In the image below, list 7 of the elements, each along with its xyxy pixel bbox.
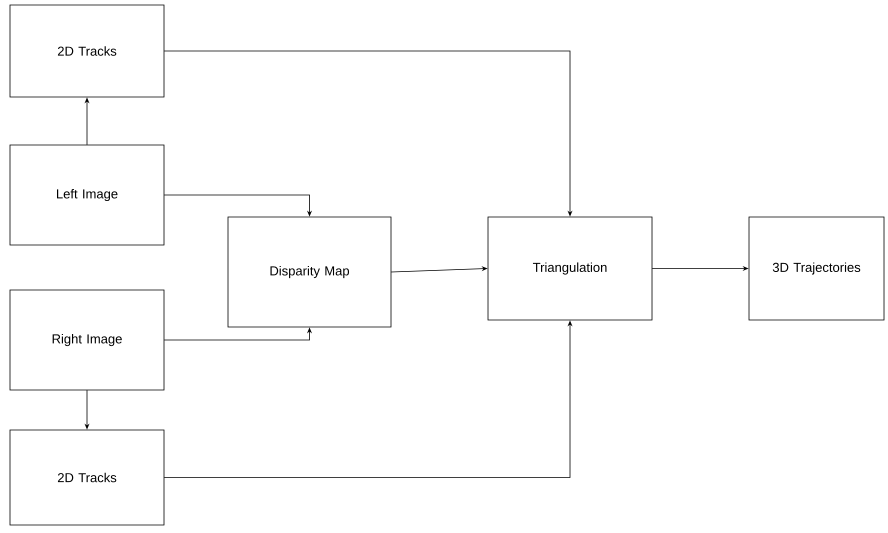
process-box: 3D Trajectories xyxy=(748,216,884,320)
process-box: 2D Tracks xyxy=(10,430,164,526)
process-box: Triangulation xyxy=(488,216,652,320)
process-box: Left Image xyxy=(10,144,164,246)
process-box: 2D Tracks xyxy=(10,4,164,98)
process-box: Right Image xyxy=(10,290,164,390)
process-box: Disparity Map xyxy=(228,216,392,328)
